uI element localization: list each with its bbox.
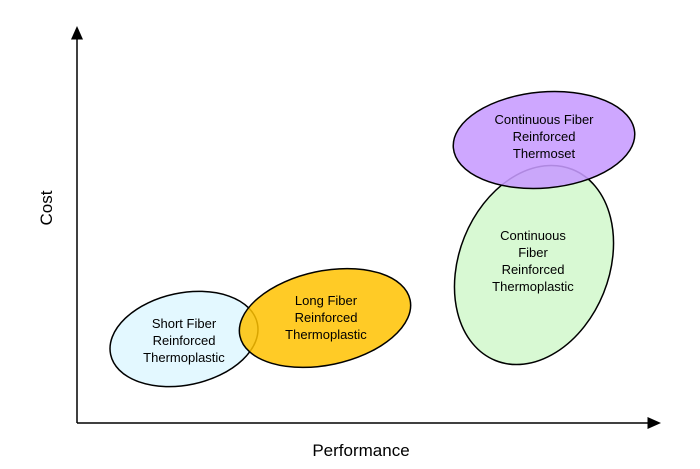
region-continuous-thermoset-label-line: Thermoset [513, 146, 576, 161]
region-continuous-thermoplastic-label-line: Continuous [500, 228, 566, 243]
region-long-fiber-label-line: Reinforced [295, 310, 358, 325]
region-continuous-thermoset-ellipse [452, 90, 636, 190]
y-axis-title: Cost [37, 190, 56, 225]
region-long-fiber-ellipse [238, 267, 412, 369]
region-continuous-thermoset-label-line: Reinforced [513, 129, 576, 144]
region-continuous-thermoplastic-label-line: Thermoplastic [492, 279, 574, 294]
region-long-fiber-label-line: Long Fiber [295, 293, 358, 308]
region-short-fiber-label-line: Reinforced [153, 333, 216, 348]
region-continuous-thermoset-label-line: Continuous Fiber [495, 112, 595, 127]
region-long-fiber-label-line: Thermoplastic [285, 327, 367, 342]
x-axis-title: Performance [312, 441, 409, 460]
region-short-fiber-label-line: Thermoplastic [143, 350, 225, 365]
region-continuous-thermoplastic-label-line: Reinforced [502, 262, 565, 277]
region-short-fiber-label-line: Short Fiber [152, 316, 217, 331]
region-continuous-thermoplastic-label-line: Fiber [518, 245, 548, 260]
